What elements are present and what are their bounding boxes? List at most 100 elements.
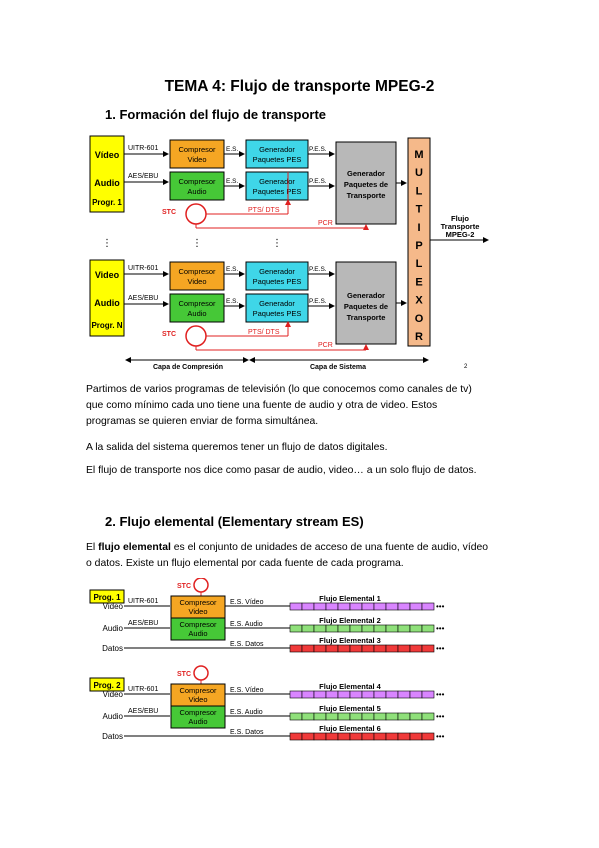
- svg-text:AES/EBU: AES/EBU: [128, 708, 158, 715]
- gen-pes-audio-n: [245, 293, 309, 323]
- svg-text:Paquetes PES: Paquetes PES: [253, 309, 302, 318]
- stc-clock-icon-n: [185, 325, 207, 347]
- svg-text:Compresor: Compresor: [178, 299, 216, 308]
- stream-cell: [313, 624, 327, 633]
- stream-cell: [385, 644, 399, 653]
- stream-cell: [361, 644, 375, 653]
- gen-ts-1: [335, 141, 397, 225]
- stream-cell: [385, 712, 399, 721]
- stream-cell: [325, 602, 339, 611]
- capa-compresion: Capa de Compresión: [153, 364, 223, 371]
- stream-cell: [361, 712, 375, 721]
- svg-text:Paquetes PES: Paquetes PES: [253, 155, 302, 164]
- stream-cell: [301, 690, 315, 699]
- stream-cell: [409, 624, 423, 633]
- svg-text:Generador: Generador: [259, 177, 295, 186]
- es-label: E.S. Audio: [230, 621, 263, 628]
- continuation-dots: •••: [436, 602, 445, 611]
- paragraph-1: Partimos de varios programas de televisi…: [86, 384, 472, 427]
- stream-cell: [373, 690, 387, 699]
- stream-cell: [289, 602, 303, 611]
- program-label-box: [89, 677, 125, 692]
- svg-text:Compresor: Compresor: [179, 620, 217, 629]
- svg-text:Generador: Generador: [347, 169, 385, 178]
- stream-cell: [361, 602, 375, 611]
- svg-text:Generador: Generador: [259, 299, 295, 308]
- transport-stream-diagram: Vídeo Audio Progr. 1 UITR-601 AES/EBU Co…: [89, 135, 489, 371]
- stream-cell: [421, 690, 435, 699]
- prog1-video-label: Vídeo: [95, 150, 120, 160]
- stream-cell: [313, 690, 327, 699]
- mux-letter: E: [415, 276, 422, 288]
- svg-text:Compresor: Compresor: [178, 267, 216, 276]
- stream-cell: [409, 602, 423, 611]
- svg-text:Generador: Generador: [259, 145, 295, 154]
- stream-cell: [289, 732, 303, 741]
- es-label: E.S. Audio: [230, 709, 263, 716]
- stream-cell: [313, 712, 327, 721]
- gen-pes-video-1: [245, 139, 309, 169]
- flujo-label: Flujo Elemental 2: [319, 616, 381, 625]
- source-label: Datos: [102, 732, 123, 741]
- svg-text:Compresor: Compresor: [179, 708, 217, 717]
- source-label: Video: [103, 602, 124, 611]
- stream-cell: [337, 690, 351, 699]
- compressor-audio-1: [169, 171, 225, 201]
- svg-text:Video: Video: [188, 607, 207, 616]
- svg-text:Prog. 1: Prog. 1: [93, 593, 121, 602]
- program-1-block: [89, 135, 125, 213]
- paragraph-2: A la salida del sistema queremos tener u…: [86, 442, 388, 453]
- stream-cell: [337, 602, 351, 611]
- prog1-label: Progr. 1: [92, 198, 122, 207]
- paragraph-4: El flujo elemental es el conjunto de uni…: [86, 542, 489, 569]
- svg-text:Audio: Audio: [188, 629, 207, 638]
- svg-text:AES/EBU: AES/EBU: [128, 620, 158, 627]
- stream-cell: [349, 624, 363, 633]
- stream-cell: [397, 624, 411, 633]
- svg-text:Transporte: Transporte: [441, 222, 480, 231]
- svg-text:Paquetes de: Paquetes de: [344, 180, 388, 189]
- svg-text:PCR: PCR: [318, 342, 333, 349]
- section-1-heading: 1. Formación del flujo de transporte: [105, 107, 327, 122]
- stream-cell: [373, 602, 387, 611]
- stream-cell: [301, 644, 315, 653]
- svg-text:Generador: Generador: [347, 291, 385, 300]
- continuation-dots: •••: [436, 624, 445, 633]
- stc-clock-icon: [193, 665, 209, 681]
- stream-cell: [361, 732, 375, 741]
- aes-label-1: AES/EBU: [128, 173, 158, 180]
- paragraph-3: El flujo de transporte nos dice como pas…: [86, 465, 477, 476]
- program-label-box: [89, 589, 125, 604]
- stream-cell: [313, 602, 327, 611]
- continuation-dots: •••: [436, 690, 445, 699]
- stream-cell: [289, 690, 303, 699]
- svg-text:⋮: ⋮: [102, 238, 112, 249]
- stream-cell: [289, 624, 303, 633]
- svg-text:Audio: Audio: [94, 298, 120, 308]
- stream-cell: [301, 602, 315, 611]
- svg-text:Compresor: Compresor: [178, 145, 216, 154]
- stream-cell: [373, 732, 387, 741]
- compressor-box: [170, 705, 226, 729]
- stream-cell: [421, 624, 435, 633]
- stream-cell: [385, 602, 399, 611]
- stream-cell: [373, 712, 387, 721]
- compressor-box: [170, 617, 226, 641]
- source-label: Video: [103, 690, 124, 699]
- mux-letter: P: [415, 240, 422, 252]
- stream-cell: [313, 732, 327, 741]
- uitr-label-1: UITR-601: [128, 145, 158, 152]
- flujo-label: Flujo Elemental 4: [319, 682, 382, 691]
- stream-cell: [421, 712, 435, 721]
- svg-text:⋮: ⋮: [192, 238, 202, 249]
- flujo-label: Flujo Elemental 5: [319, 704, 381, 713]
- stream-cell: [349, 732, 363, 741]
- stream-cell: [349, 712, 363, 721]
- svg-text:Audio: Audio: [187, 309, 206, 318]
- svg-text:E.S.: E.S.: [226, 266, 238, 273]
- svg-text:PTS/ DTS: PTS/ DTS: [248, 329, 280, 336]
- svg-text:Flujo: Flujo: [451, 214, 469, 223]
- svg-text:P.E.S.: P.E.S.: [309, 266, 327, 273]
